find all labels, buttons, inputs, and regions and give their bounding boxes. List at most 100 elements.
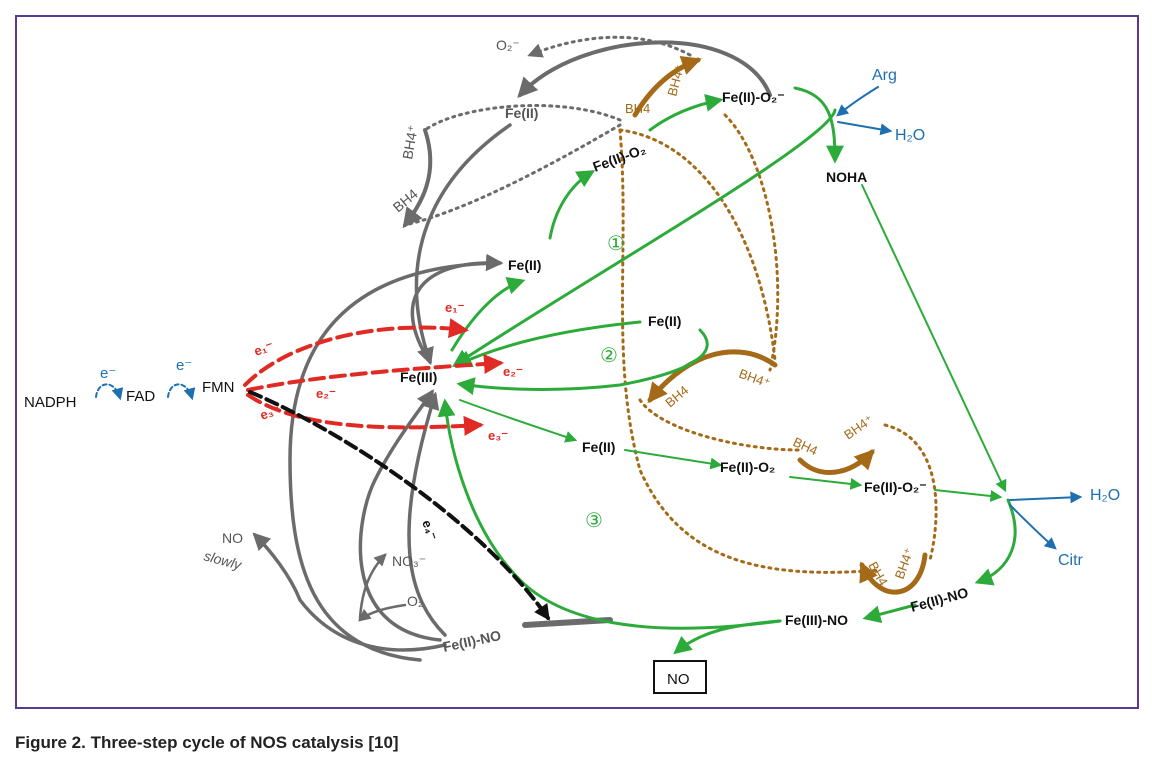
- blue-citr-arrow: [1009, 504, 1057, 550]
- noha-label: NOHA: [826, 169, 867, 185]
- bh4plus-gray-label: BH4⁺: [399, 124, 421, 161]
- bh4-top-label: BH4: [625, 101, 650, 116]
- gray-arrow-o2: [358, 603, 407, 622]
- blue-arg-arrow: [836, 86, 879, 117]
- gray-arrow-into-fe2no: [522, 617, 613, 628]
- fe2-gray-label: Fe(II): [505, 105, 538, 121]
- blue-e-nadph-fad: [95, 383, 124, 401]
- e3-left-label: e₃⁻: [258, 402, 282, 423]
- figure-frame: [15, 15, 1139, 709]
- green-pathways: [437, 86, 1017, 655]
- e3-bottom-label: e₃⁻: [488, 428, 508, 443]
- fe2-o2minus-bottom-label: Fe(II)-O₂⁻: [864, 479, 927, 495]
- red-e1: [243, 318, 469, 387]
- green-return-1: [451, 108, 837, 367]
- bh4-dotted-mid-down: [638, 398, 802, 452]
- green-feo2b-to-feo2minusb: [789, 476, 863, 490]
- electron-pathways: [243, 318, 550, 621]
- fe2-o2-bottom-label: Fe(II)-O₂: [720, 459, 775, 475]
- green-fe2b-to-feo2b: [624, 449, 723, 470]
- bh4plus-top-label: BH4⁺: [664, 63, 687, 98]
- fe2-no-left-label: Fe(II)-NO: [441, 627, 502, 655]
- e-label-fad: e⁻: [176, 357, 192, 374]
- fe2-o2minus-top-label: Fe(II)-O₂⁻: [722, 89, 785, 105]
- fe2-no-right-label: Fe(II)-NO: [909, 584, 970, 615]
- cycle-1-marker: ①: [607, 233, 625, 255]
- bh4-low-label: BH4: [791, 434, 820, 458]
- bh4-arrow-bottom-right: [859, 552, 928, 595]
- e4-label: e₄⁻: [419, 518, 440, 542]
- green-fe2no-to-fe3no: [862, 603, 917, 624]
- black-e4: [248, 390, 550, 621]
- bh4-arrow-mid: [647, 349, 778, 404]
- nadph-label: NADPH: [24, 394, 77, 411]
- green-return-2b: [456, 328, 709, 396]
- fe2-o2-top-label: Fe(II)-O₂: [591, 141, 648, 175]
- green-feo2minusb-to-h2o: [934, 489, 1003, 502]
- green-feo2-to-feo2minus: [648, 94, 724, 132]
- gray-arrow-loop-left: [288, 261, 502, 662]
- gray-dotted-o2minus: [527, 35, 692, 58]
- bh4-dotted-right-loop: [883, 423, 938, 562]
- figure-caption: Figure 2. Three-step cycle of NOS cataly…: [15, 733, 399, 752]
- bh4-arrow-low: [797, 449, 875, 475]
- e-label-nadph: e⁻: [100, 365, 116, 382]
- fe3-center-label: Fe(III): [400, 369, 437, 385]
- green-return-2a: [453, 320, 642, 368]
- arg-label: Arg: [872, 67, 897, 84]
- green-fe3-to-fe2-top: [450, 277, 526, 352]
- green-noha-to-split: [861, 184, 1007, 493]
- bh4-mid-label: BH4: [662, 383, 691, 411]
- h2o-right-label: H₂O: [1090, 487, 1120, 504]
- bh4-dotted-cross: [618, 128, 777, 362]
- green-fe2-to-feo2: [548, 170, 596, 240]
- red-e2: [246, 354, 504, 392]
- bh4-dotted-top-right: [723, 113, 780, 372]
- no-box-label: NO: [667, 671, 690, 688]
- fad-label: FAD: [126, 388, 155, 405]
- no-gray-label: NO: [222, 530, 243, 546]
- bh4-arrow-top: [632, 55, 702, 118]
- slowly-label: slowly: [202, 547, 244, 573]
- e1-top-label: e₁⁻: [445, 300, 465, 315]
- fmn-label: FMN: [202, 379, 235, 396]
- no-product-box: [653, 660, 707, 694]
- gray-arrow-no3: [358, 553, 387, 620]
- gray-dotted-top-upper: [423, 104, 622, 132]
- gray-arrow-top-loop: [517, 40, 772, 98]
- fe2-top-center-label: Fe(II): [508, 257, 541, 273]
- gray-pathways: [252, 35, 772, 662]
- gray-arrow-bh4-ox: [402, 128, 433, 229]
- e1-left-label: e₁⁻: [252, 338, 276, 359]
- no3minus-label: NO₃⁻: [392, 553, 426, 569]
- green-fe3-to-fe2-bottom: [459, 399, 578, 443]
- e2-left-label: e₂⁻: [316, 386, 336, 401]
- gray-arrow-fe2no-no: [252, 532, 447, 652]
- bh4plus-bottom-label: BH4⁺: [892, 546, 917, 581]
- e2-right-label: e₂⁻: [503, 364, 523, 379]
- cycle-2-marker: ②: [600, 345, 618, 367]
- fe3-no-label: Fe(III)-NO: [785, 612, 848, 628]
- citr-label: Citr: [1058, 552, 1084, 569]
- red-e3: [246, 393, 484, 436]
- o2-label: O₂: [407, 593, 423, 609]
- o2minus-label: O₂⁻: [496, 37, 520, 53]
- fe2-mid-label: Fe(II): [648, 313, 681, 329]
- green-split-to-fe2no: [974, 498, 1017, 586]
- bh4-dotted-left-long: [618, 128, 882, 574]
- bh4-pathways: [618, 55, 938, 595]
- bh4plus-mid-label: BH4⁺: [737, 366, 772, 391]
- text-labels: NADPH FAD FMN e⁻ e⁻ Fe(III) Fe(II) Fe(II…: [24, 37, 1120, 688]
- blue-e-fad-fmn: [167, 383, 196, 401]
- fe2-bottom-label: Fe(II): [582, 439, 615, 455]
- blue-h2o-right-arrow: [1009, 491, 1083, 504]
- cycle-3-marker: ③: [585, 510, 603, 532]
- h2o-top-label: H₂O: [895, 127, 925, 144]
- blue-h2o-top-arrow: [837, 121, 893, 136]
- blue-pathways: [95, 86, 1083, 550]
- green-feo2minus-to-noha: [793, 86, 844, 164]
- gray-arrow-fe2no-up: [358, 389, 442, 642]
- gray-arrow-fe2no-fe3: [407, 391, 447, 637]
- gray-arrow-fe2-to-fe3: [414, 123, 512, 366]
